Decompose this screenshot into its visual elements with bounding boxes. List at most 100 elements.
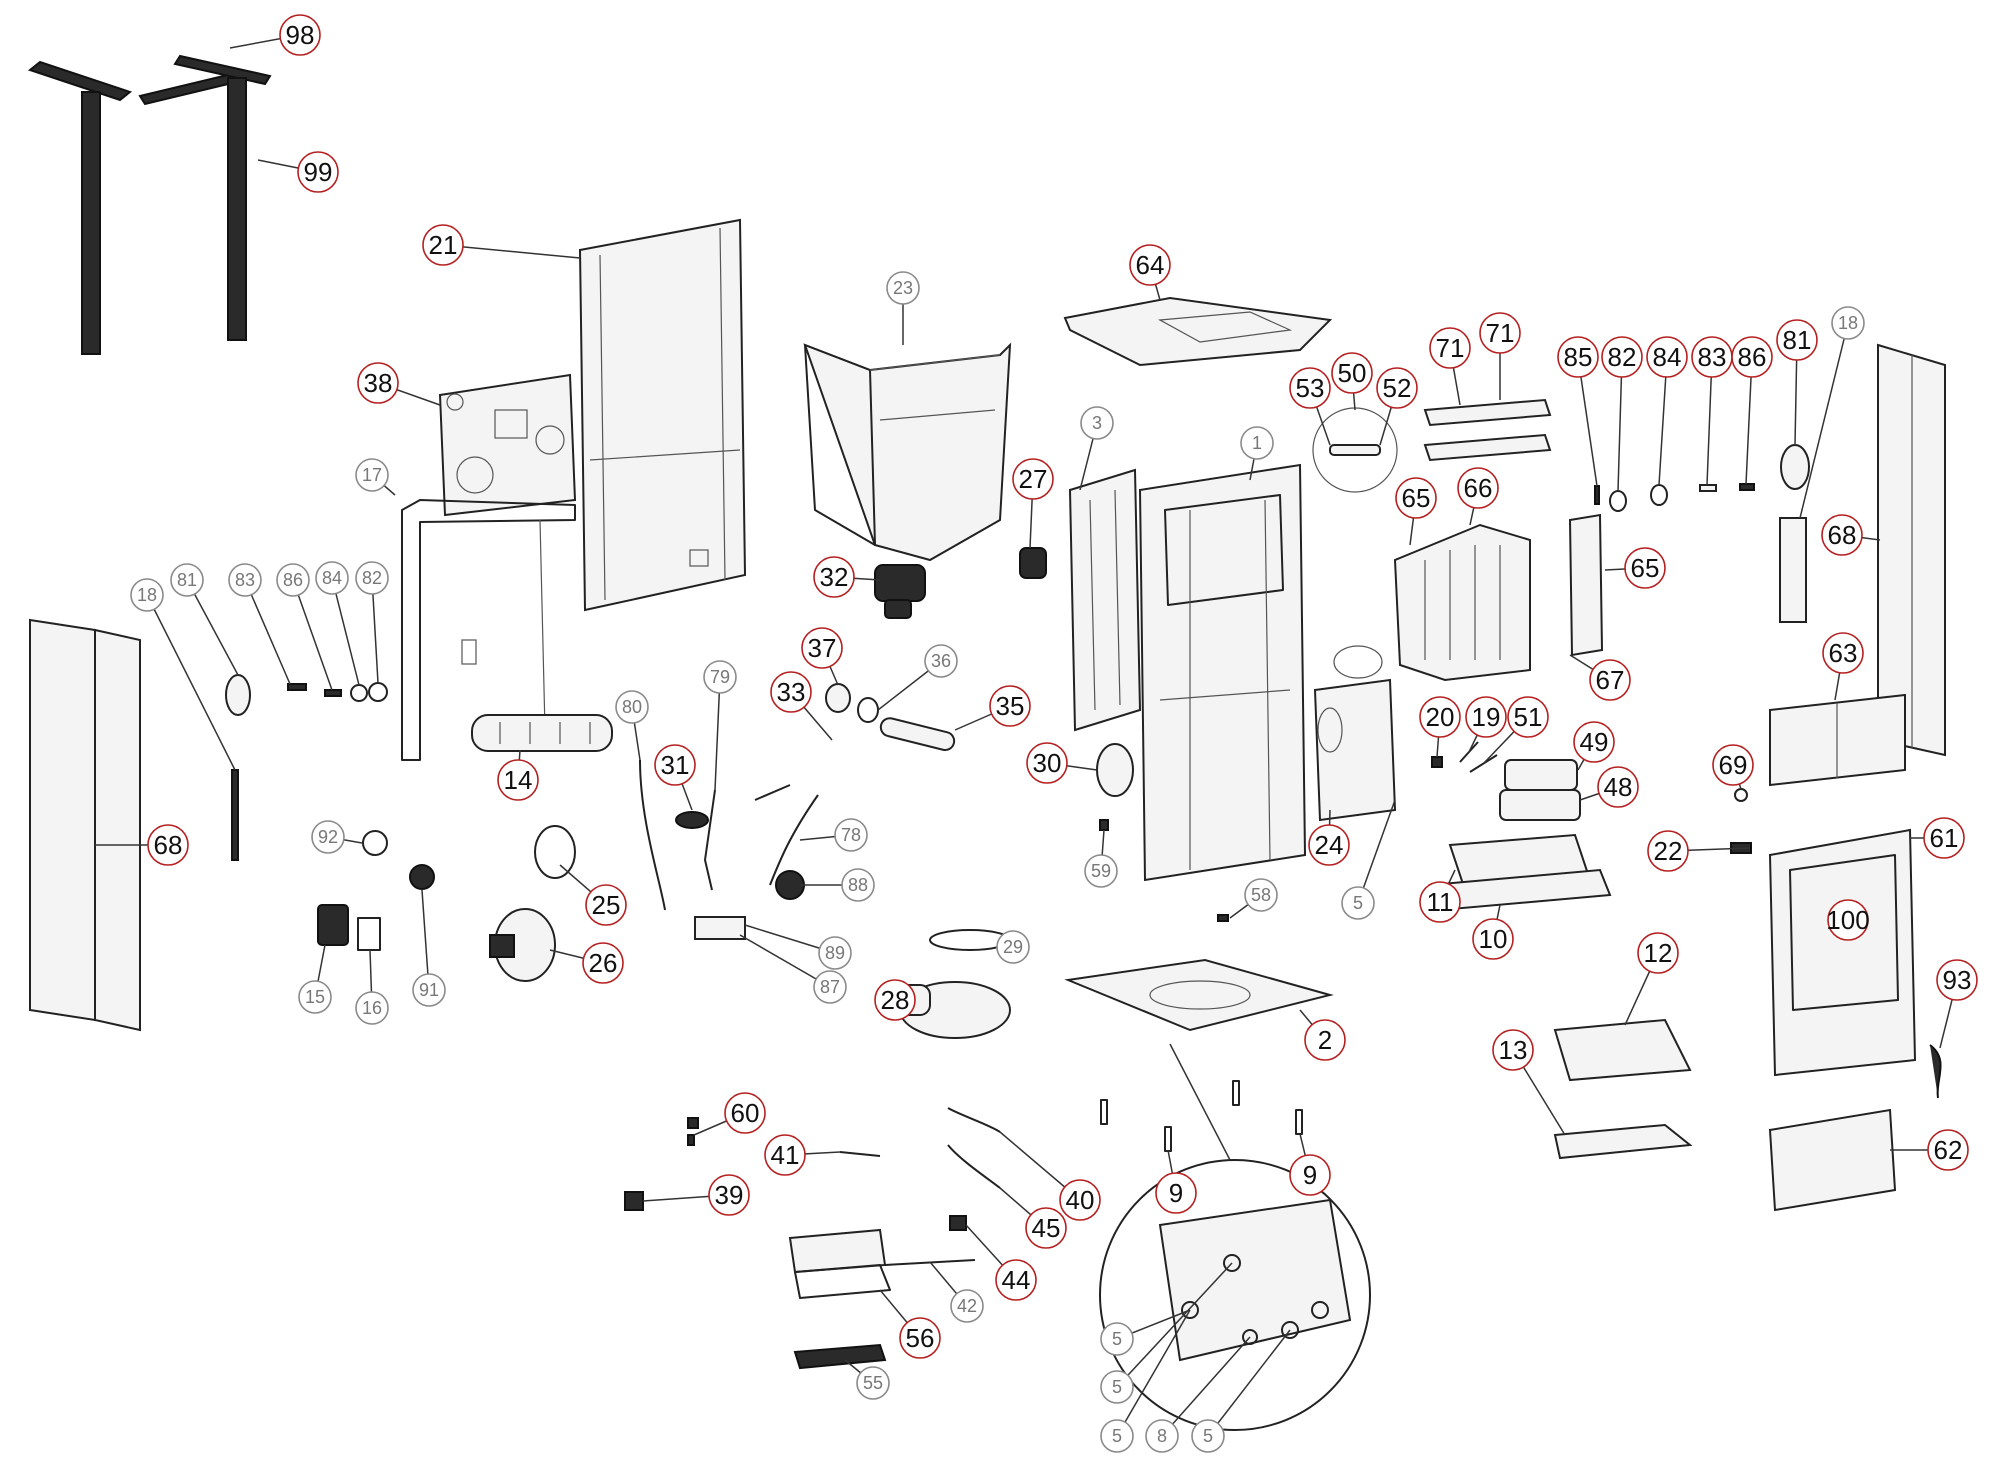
callout-48: 48 <box>1579 766 1639 808</box>
callout-39: 39 <box>642 1174 750 1216</box>
callout-number: 83 <box>1698 342 1727 372</box>
callout-circle <box>1776 319 1818 361</box>
callout-89: 89 <box>744 924 852 970</box>
callout-84: 84 <box>315 561 360 686</box>
callout-number: 78 <box>841 825 861 845</box>
callout-61: 61 <box>1910 817 1965 859</box>
tubes-part <box>639 683 956 940</box>
callout-circle <box>886 271 920 305</box>
callout-number: 30 <box>1033 748 1062 778</box>
callout-71: 71 <box>1429 327 1471 406</box>
callout-52: 52 <box>1376 367 1418 446</box>
callout-leader-line <box>1161 1336 1251 1437</box>
detail-circle-part <box>1312 407 1398 679</box>
callout-number: 17 <box>362 465 382 485</box>
callout-circle <box>924 644 958 678</box>
switch-components-part <box>317 830 435 951</box>
callout-5: 5 <box>1100 1262 1233 1404</box>
callout-circle <box>1155 1172 1197 1214</box>
callout-circle <box>1100 1322 1134 1356</box>
callout-29: 29 <box>996 930 1030 964</box>
callout-circle <box>1240 426 1274 460</box>
callout-84: 84 <box>1646 336 1688 486</box>
callout-circle <box>1472 918 1514 960</box>
callout-17: 17 <box>355 458 396 496</box>
callout-circle <box>315 561 349 595</box>
callout-9: 9 <box>1155 1149 1197 1214</box>
callout-49: 49 <box>1573 721 1615 771</box>
callout-number: 71 <box>1486 318 1515 348</box>
callout-circle <box>813 556 855 598</box>
callout-circle <box>1244 878 1278 912</box>
callout-circle <box>1712 744 1754 786</box>
callout-circle <box>899 1317 941 1359</box>
callout-number: 45 <box>1032 1213 1061 1243</box>
callout-number: 9 <box>1303 1160 1317 1190</box>
callout-number: 3 <box>1092 413 1102 433</box>
callout-circle <box>1831 306 1865 340</box>
callout-circle <box>412 973 446 1007</box>
callout-number: 5 <box>1112 1377 1122 1397</box>
callout-18: 18 <box>1799 306 1865 519</box>
callout-number: 40 <box>1066 1185 1095 1215</box>
callout-25: 25 <box>559 864 627 926</box>
callout-67: 67 <box>1569 654 1631 701</box>
callout-51: 51 <box>1483 696 1549 764</box>
callout-number: 38 <box>364 368 393 398</box>
callout-number: 51 <box>1514 702 1543 732</box>
callout-leader-line <box>1617 356 1623 492</box>
callout-number: 18 <box>137 585 157 605</box>
callout-number: 61 <box>1930 823 1959 853</box>
callout-24: 24 <box>1308 809 1350 866</box>
pellet-hopper-part <box>803 342 1012 562</box>
callout-circle <box>130 578 164 612</box>
rail-bars-part <box>1423 398 1552 462</box>
callout-circle <box>1084 854 1118 888</box>
callout-64: 64 <box>1129 244 1171 301</box>
callout-number: 32 <box>820 562 849 592</box>
callout-number: 58 <box>1251 885 1271 905</box>
callout-82: 82 <box>1601 336 1643 492</box>
callout-circle <box>1589 659 1631 701</box>
callout-circle <box>355 561 389 595</box>
callout-60: 60 <box>693 1092 766 1136</box>
callout-leader-line <box>1577 356 1598 487</box>
callout-circle <box>279 14 321 56</box>
callout-number: 42 <box>957 1296 977 1316</box>
callout-3: 3 <box>1079 406 1114 491</box>
callout-circle <box>1492 1029 1534 1071</box>
callout-leader-line <box>1745 356 1753 485</box>
callout-circle <box>1080 406 1114 440</box>
callout-number: 71 <box>1436 333 1465 363</box>
callout-number: 63 <box>1829 638 1858 668</box>
callout-number: 84 <box>1653 342 1682 372</box>
callout-number: 2 <box>1318 1025 1332 1055</box>
callout-circle <box>585 884 627 926</box>
callout-leader-line <box>739 934 831 988</box>
callout-circle <box>764 1134 806 1176</box>
callout-circle <box>708 1174 750 1216</box>
callout-circle <box>1827 899 1869 941</box>
callout-number: 81 <box>177 570 197 590</box>
callout-circle <box>297 151 339 193</box>
callout-83: 83 <box>1691 336 1733 486</box>
callout-circle <box>1573 721 1615 763</box>
callout-number: 12 <box>1644 938 1673 968</box>
callout-11: 11 <box>1419 869 1461 923</box>
callout-87: 87 <box>739 934 847 1004</box>
callout-circle <box>1129 244 1171 286</box>
callout-15: 15 <box>298 944 332 1014</box>
callout-81: 81 <box>170 563 239 676</box>
callout-number: 13 <box>1499 1035 1528 1065</box>
control-board-part <box>788 1228 976 1370</box>
callout-circle <box>1059 1179 1101 1221</box>
callout-20: 20 <box>1419 696 1461 758</box>
callout-number: 68 <box>1828 520 1857 550</box>
callout-number: 33 <box>777 677 806 707</box>
callout-number: 36 <box>931 651 951 671</box>
callout-number: 18 <box>1838 313 1858 333</box>
callout-12: 12 <box>1624 932 1679 1026</box>
callout-circle <box>355 458 389 492</box>
callout-circle <box>841 868 875 902</box>
callout-number: 93 <box>1943 965 1972 995</box>
